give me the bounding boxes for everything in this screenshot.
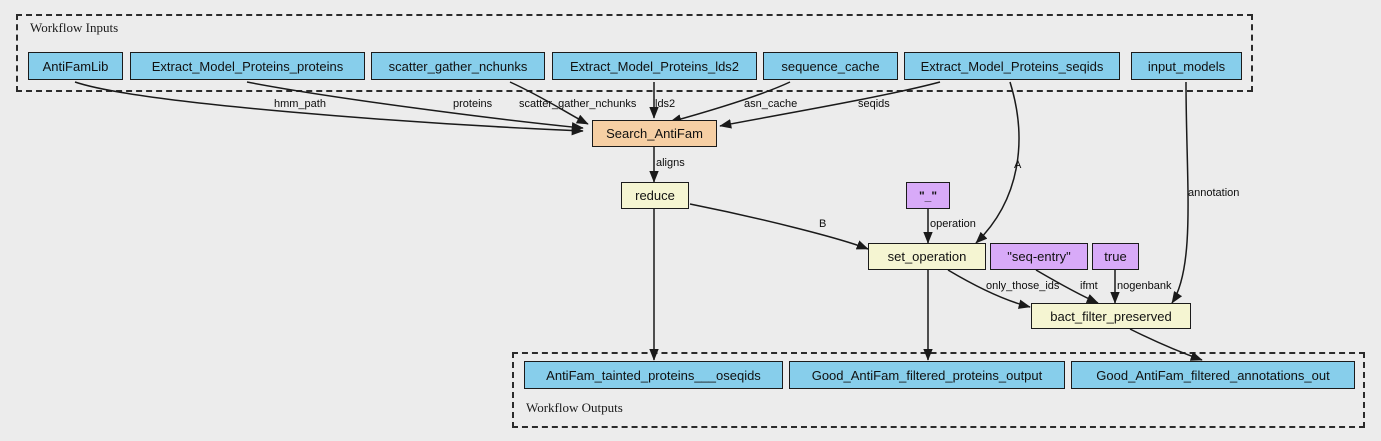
edge-label-seqids: seqids — [858, 98, 890, 110]
constant-node-label: true — [1104, 249, 1127, 264]
cluster-workflow-outputs — [512, 352, 1365, 428]
input-node-label: AntiFamLib — [42, 58, 109, 74]
step-node-set-operation[interactable]: set_operation — [868, 243, 986, 270]
step-node-label: set_operation — [887, 249, 967, 264]
step-node-search-antifam[interactable]: Search_AntiFam — [592, 120, 717, 147]
input-node-label: Extract_Model_Proteins_lds2 — [569, 58, 740, 74]
step-node-label: Search_AntiFam — [606, 126, 703, 141]
edge-label-only-those-ids: only_those_ids — [986, 280, 1060, 292]
step-node-bact-filter-preserved[interactable]: bact_filter_preserved — [1031, 303, 1191, 329]
output-node-label: Good_AntiFam_filtered_annotations_out — [1096, 367, 1330, 383]
edge-label-aligns: aligns — [656, 157, 685, 169]
cluster-workflow-inputs — [16, 14, 1253, 92]
edge-label-a: A — [1014, 159, 1022, 171]
output-node-antifam-tainted-proteins-oseqids[interactable]: AntiFam_tainted_proteins___oseqids — [524, 361, 783, 389]
output-node-label: AntiFam_tainted_proteins___oseqids — [546, 367, 761, 383]
constant-node-label: "seq-entry" — [1007, 249, 1071, 264]
edge-label-b: B — [819, 218, 827, 230]
cluster-workflow-outputs-label: Workflow Outputs — [526, 400, 623, 415]
constant-node-underscore[interactable]: "_" — [906, 182, 950, 209]
input-node-scatter-gather-nchunks[interactable]: scatter_gather_nchunks — [371, 52, 545, 80]
input-node-label: Extract_Model_Proteins_proteins — [151, 58, 344, 74]
input-node-label: sequence_cache — [781, 58, 880, 74]
edge-label-asn-cache: asn_cache — [744, 98, 798, 110]
constant-node-true[interactable]: true — [1092, 243, 1139, 270]
step-node-reduce[interactable]: reduce — [621, 182, 689, 209]
edge-label-operation: operation — [930, 218, 976, 230]
step-node-label: reduce — [635, 188, 675, 203]
constant-node-label: "_" — [918, 188, 938, 203]
input-node-input-models[interactable]: input_models — [1131, 52, 1242, 80]
output-node-good-antifam-filtered-annotations-out[interactable]: Good_AntiFam_filtered_annotations_out — [1071, 361, 1355, 389]
input-node-extract-model-proteins-lds2[interactable]: Extract_Model_Proteins_lds2 — [552, 52, 757, 80]
edge-label-lds2: lds2 — [655, 98, 676, 110]
cluster-workflow-inputs-label: Workflow Inputs — [30, 20, 119, 35]
input-node-antifamlib[interactable]: AntiFamLib — [28, 52, 123, 80]
input-node-sequence-cache[interactable]: sequence_cache — [763, 52, 898, 80]
output-node-good-antifam-filtered-proteins-output[interactable]: Good_AntiFam_filtered_proteins_output — [789, 361, 1065, 389]
edge-label-hmm-path: hmm_path — [274, 98, 326, 110]
edge-label-ifmt: ifmt — [1080, 280, 1098, 292]
output-node-label: Good_AntiFam_filtered_proteins_output — [811, 367, 1043, 383]
input-node-label: input_models — [1147, 58, 1226, 74]
step-node-label: bact_filter_preserved — [1050, 308, 1172, 324]
input-node-extract-model-proteins-proteins[interactable]: Extract_Model_Proteins_proteins — [130, 52, 365, 80]
input-node-label: scatter_gather_nchunks — [388, 58, 528, 74]
constant-node-seq-entry[interactable]: "seq-entry" — [990, 243, 1088, 270]
input-node-label: Extract_Model_Proteins_seqids — [920, 58, 1104, 74]
input-node-extract-model-proteins-seqids[interactable]: Extract_Model_Proteins_seqids — [904, 52, 1120, 80]
edge-label-scatter-gather-nchunks: scatter_gather_nchunks — [519, 98, 637, 110]
edge-label-nogenbank: nogenbank — [1117, 280, 1172, 292]
edge-label-proteins: proteins — [453, 98, 493, 110]
edge-label-annotation: annotation — [1188, 187, 1240, 199]
